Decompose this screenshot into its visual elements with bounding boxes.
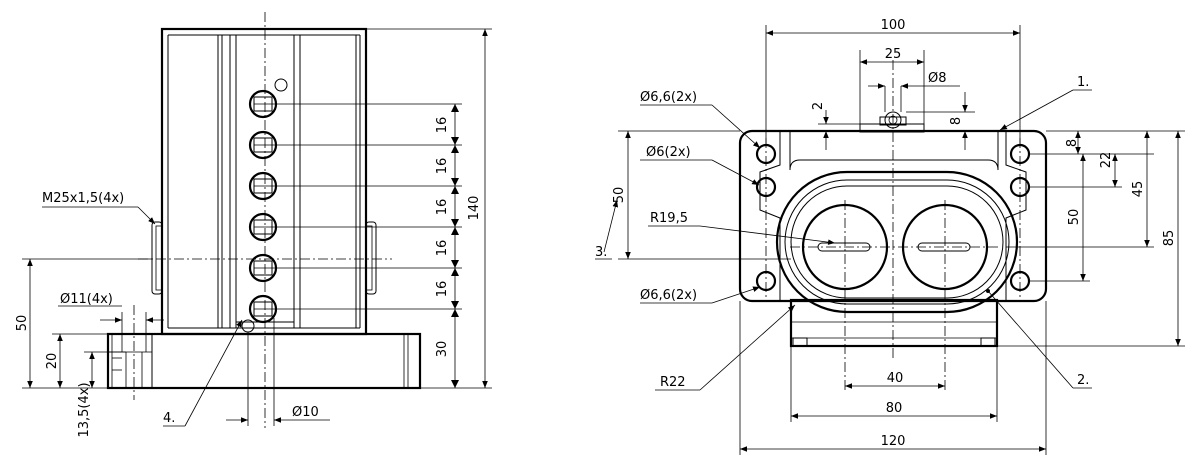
dim-16: 16 [435,281,450,298]
dim-45: 45 [1131,181,1146,198]
dim-16: 16 [435,117,450,134]
leader-d66-top [711,104,761,149]
dim-85: 85 [1162,230,1177,247]
dim-8-right: 8 [1065,139,1080,147]
dim-13-5: 13,5(4x) [77,382,92,437]
hole-label-d11: Ø11(4x) [60,292,113,307]
leader-item-1 [999,89,1074,131]
dim-50-right: 50 [1067,209,1082,226]
leader-item-2 [987,290,1074,389]
hole-label-d6: Ø6(2x) [646,145,691,160]
dim-8-top: 8 [949,117,964,125]
thread-label: M25x1,5(4x) [42,191,124,206]
housing-body [160,27,368,336]
dim-20: 20 [45,353,60,370]
leader-item-3 [603,199,619,253]
radius-label-r22: R22 [660,375,686,390]
slot-outer [775,170,1019,314]
top-view: 100 25 Ø8 2 8 Ø6,6(2x) Ø6(2x) 1. 2. 3. 5… [595,18,1185,455]
extension-lines [618,25,1185,455]
leader-r22 [699,304,796,391]
leader-d6 [711,159,760,186]
side-view: M25x1,5(4x) Ø11(4x) 50 20 13,5(4x) 4. Ø1… [15,12,492,438]
radius-label-r195: R19,5 [650,211,688,226]
item-4-label: 4. [163,411,175,426]
leader-d66-bottom [711,286,761,304]
item-2-label: 2. [1077,373,1089,388]
leader-item-4 [184,319,243,427]
reference-hole-top [274,78,288,92]
dim-2: 2 [811,102,826,110]
item-3-label: 3. [595,245,607,260]
dim-22: 22 [1099,152,1114,169]
hole-label-d66-bottom: Ø6,6(2x) [640,288,697,303]
screw-heads [248,89,278,324]
cable-gland-left [151,221,163,295]
dim-50-left: 50 [612,187,627,204]
dim-50-left: 50 [15,315,30,332]
dim-30: 30 [435,341,450,358]
dim-d10: Ø10 [292,405,319,420]
dim-25: 25 [885,47,902,62]
item-1-label: 1. [1077,75,1089,90]
dim-140: 140 [467,196,482,221]
dim-16: 16 [435,240,450,257]
dim-16: 16 [435,199,450,216]
dim-80: 80 [886,401,903,416]
dim-100: 100 [881,18,906,33]
dim-d8: Ø8 [928,71,947,86]
dim-40: 40 [887,371,904,386]
dim-16: 16 [435,158,450,175]
hole-label-d66-top: Ø6,6(2x) [640,90,697,105]
dim-120: 120 [881,434,906,449]
cable-gland-right [365,221,377,295]
base-hole-section [107,333,153,389]
base-plate [106,332,422,390]
leader-r195 [699,225,836,245]
extension-lines [272,28,492,389]
